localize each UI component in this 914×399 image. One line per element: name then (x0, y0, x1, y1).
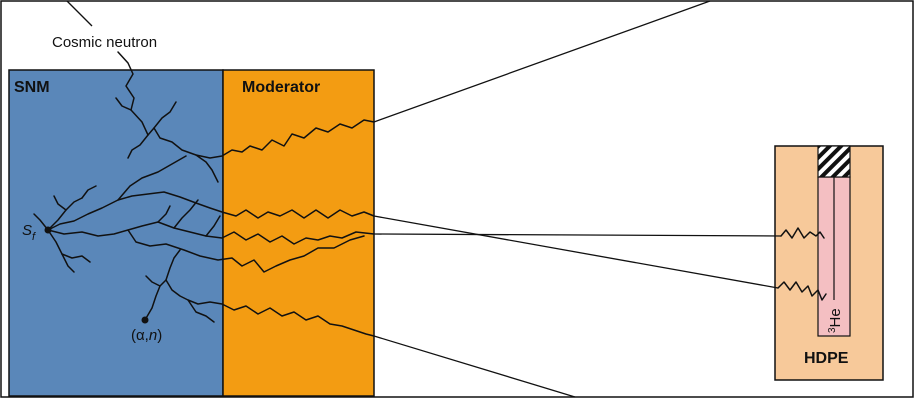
sf-label-sub: f (32, 231, 36, 243)
cosmic-neutron-label: Cosmic neutron (52, 34, 157, 51)
sf-source-dot (44, 226, 52, 234)
alpha-n-n: n (149, 327, 157, 344)
he3-sup: 3 (827, 327, 838, 333)
snm-block (8, 69, 224, 397)
hdpe-label: HDPE (804, 350, 849, 367)
sf-label-main: S (22, 222, 32, 239)
sf-label: Sf (22, 222, 36, 243)
moderator-label: Moderator (242, 79, 320, 96)
snm-label: SNM (14, 79, 50, 96)
alpha-n-close: ) (157, 327, 162, 344)
he3-label: 3He (827, 308, 844, 333)
alpha-n-label: (α,n) (131, 327, 162, 344)
alpha-n-open: ( (131, 327, 136, 344)
tube-cap (817, 145, 851, 178)
zoom-lines (66, 0, 782, 398)
neutron-tracks (33, 51, 827, 337)
alpha-n-comma: , (145, 327, 149, 344)
he3-text: He (827, 308, 844, 327)
alpha-n-source-dot (141, 316, 149, 324)
moderator-block (222, 69, 375, 397)
alpha-n-alpha: α (136, 327, 145, 344)
